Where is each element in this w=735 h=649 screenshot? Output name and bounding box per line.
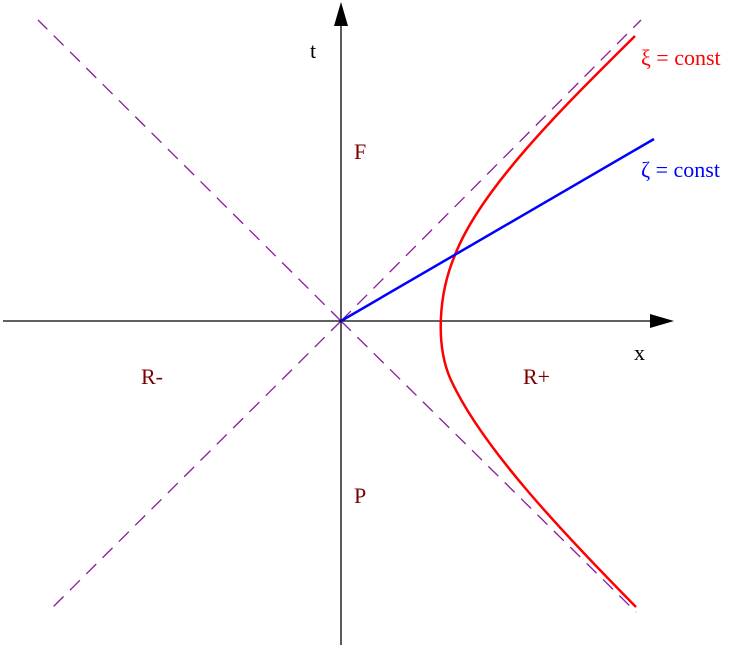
xi-const-hyperbola (439, 35, 637, 608)
light-cone-line-past-left (51, 320, 342, 609)
x-axis-label: x (634, 340, 645, 365)
zeta-const-line (340, 137, 655, 323)
light-cone-line-future-right (340, 19, 642, 322)
zeta-const-label: ζ = const (641, 157, 720, 182)
region-label-left: R- (141, 364, 163, 389)
light-cone-line-past-right (340, 320, 637, 613)
x-axis-arrowhead (650, 314, 674, 328)
xi-const-label: ξ = const (641, 45, 721, 70)
region-label-past: P (354, 483, 366, 508)
region-label-right: R+ (523, 364, 550, 389)
t-axis-arrowhead (334, 2, 348, 26)
light-cone-line-future-left (37, 19, 342, 322)
region-label-future: F (354, 139, 366, 164)
t-axis-label: t (310, 38, 316, 63)
